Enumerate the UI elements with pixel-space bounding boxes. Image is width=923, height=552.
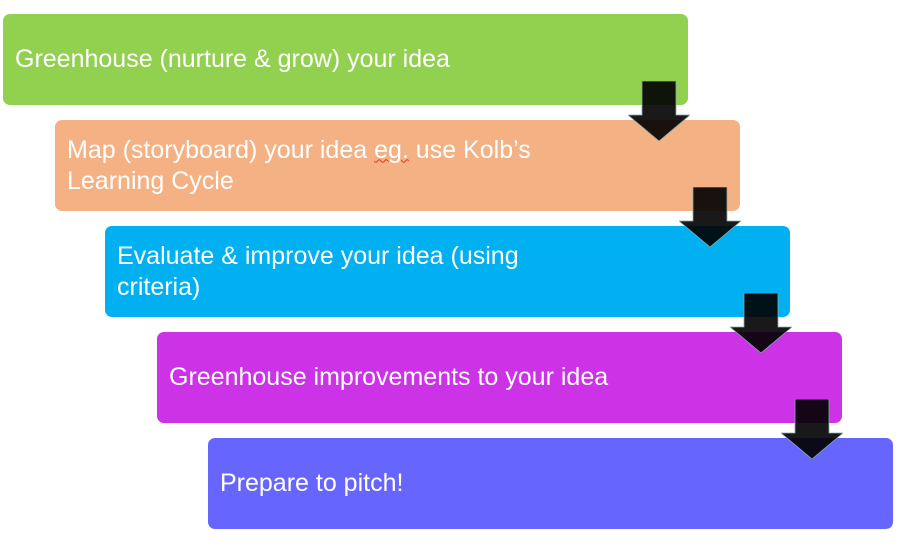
down-arrow-icon bbox=[679, 187, 741, 247]
step-4: Greenhouse improvements to your idea bbox=[157, 332, 842, 423]
step-1: Greenhouse (nurture & grow) your idea bbox=[3, 14, 688, 105]
down-arrow-icon bbox=[730, 293, 792, 353]
down-arrow-icon bbox=[781, 399, 843, 459]
step-2: Map (storyboard) your idea eg. use Kolb’… bbox=[55, 120, 740, 211]
step-3-text: Evaluate & improve your idea (using crit… bbox=[117, 241, 519, 301]
step-4-text: Greenhouse improvements to your idea bbox=[169, 363, 609, 391]
step-2-text: Map (storyboard) your idea eg. use Kolb’… bbox=[67, 135, 531, 195]
step-5-text: Prepare to pitch! bbox=[220, 469, 404, 497]
down-arrow-icon bbox=[628, 81, 690, 141]
step-5: Prepare to pitch! bbox=[208, 438, 893, 529]
step-1-text: Greenhouse (nurture & grow) your idea bbox=[15, 45, 450, 73]
step-3: Evaluate & improve your idea (using crit… bbox=[105, 226, 790, 317]
